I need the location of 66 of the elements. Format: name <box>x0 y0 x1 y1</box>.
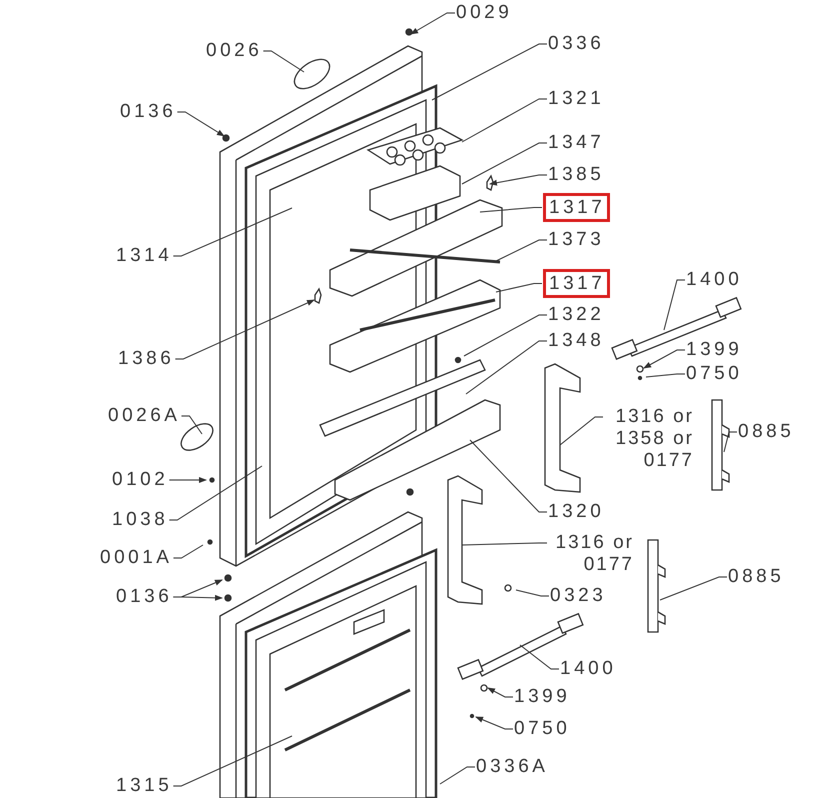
callout-number: 1315 <box>116 775 172 797</box>
leader-line <box>410 12 456 34</box>
callout-number: 1400 <box>560 658 616 680</box>
callout-number: 0026A <box>108 405 180 427</box>
leader-line <box>462 98 548 142</box>
leader-line <box>494 240 548 262</box>
callout-number: 1317 <box>543 269 610 298</box>
leader-line <box>172 208 292 256</box>
callout-number: 1321 <box>548 88 604 110</box>
callout-number: 0026 <box>206 40 262 62</box>
callout-number: 1316 or 0177 <box>548 532 634 576</box>
callout-number: 1314 <box>116 245 172 267</box>
callout-number: 1347 <box>548 132 604 154</box>
leader-line <box>180 416 202 434</box>
callout-number: 1317 <box>543 193 610 222</box>
callout-number: 1320 <box>548 501 604 523</box>
leader-line <box>643 350 686 368</box>
leader-line <box>660 576 728 600</box>
leader-line <box>262 50 304 72</box>
callout-number: 0885 <box>738 421 794 443</box>
leader-line <box>176 112 225 137</box>
callout-number: 1322 <box>548 304 604 326</box>
leader-line <box>168 466 262 520</box>
callout-number: 0750 <box>514 718 570 740</box>
callout-number: 1385 <box>548 164 604 186</box>
callout-number: 0336 <box>548 33 604 55</box>
leader-line <box>724 432 738 452</box>
callout-number: 0102 <box>112 469 168 491</box>
leader-line <box>480 207 542 212</box>
leader-line <box>464 314 548 356</box>
leader-line <box>646 374 686 378</box>
callout-number: 0029 <box>456 2 512 24</box>
callout-number: 0323 <box>550 585 606 607</box>
leader-line <box>440 766 476 784</box>
callout-number: 0001A <box>100 547 172 569</box>
callout-number: 1399 <box>686 339 742 361</box>
callout-number: 0136 <box>116 586 172 608</box>
leader-line <box>462 142 548 184</box>
callout-number: 1373 <box>548 229 604 251</box>
callout-number: 0336A <box>476 756 548 778</box>
callout-number: 1038 <box>112 509 168 531</box>
callout-number: 0750 <box>686 363 742 385</box>
leader-line <box>664 280 686 330</box>
callout-number: 1400 <box>686 269 742 291</box>
leader-line <box>520 644 560 670</box>
leader-line <box>466 340 548 394</box>
leader-line <box>489 174 548 186</box>
leader-line <box>496 283 542 292</box>
leader-line <box>475 716 514 730</box>
leader-line <box>172 594 223 601</box>
callout-number: 1399 <box>514 686 570 708</box>
leader-line <box>172 544 204 558</box>
leader-line <box>432 44 548 100</box>
leader-line <box>462 542 548 546</box>
leader-line <box>168 477 207 483</box>
callout-number: 0136 <box>120 101 176 123</box>
leader-line <box>172 736 292 786</box>
callout-number: 0885 <box>728 566 784 588</box>
callout-number: 1348 <box>548 330 604 352</box>
leader-line <box>174 300 315 360</box>
leader-line <box>470 440 548 512</box>
leader-line <box>516 590 550 596</box>
leader-line <box>560 416 604 446</box>
callout-number: 1386 <box>118 348 174 370</box>
leader-line <box>487 688 514 698</box>
callout-number: 1316 or 1358 or 0177 <box>604 406 694 472</box>
